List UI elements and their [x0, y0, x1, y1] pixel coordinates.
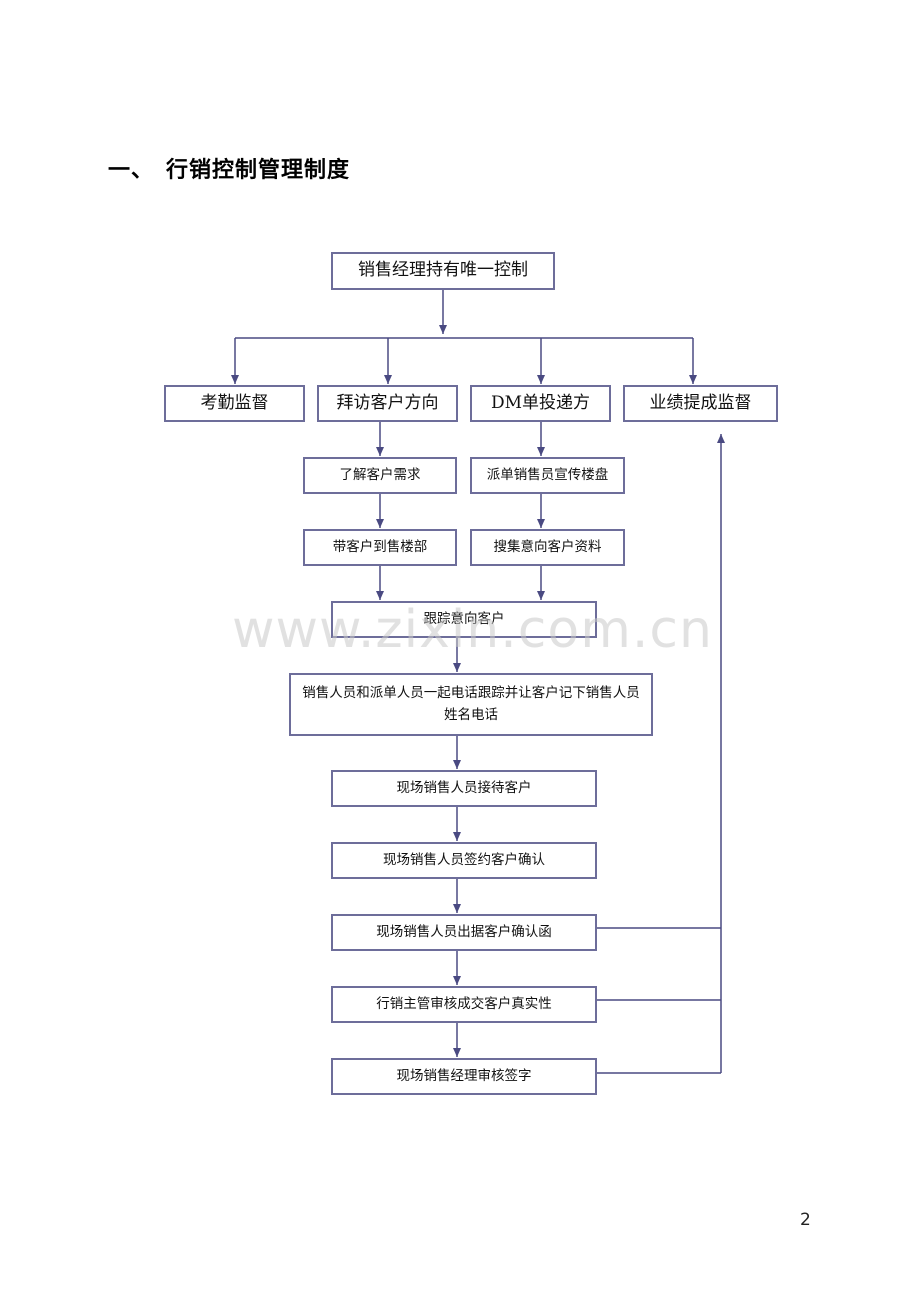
section-title: 行销控制管理制度: [166, 158, 351, 183]
node-left-2: 带客户到售楼部: [303, 529, 457, 566]
node-onsite-1: 现场销售人员接待客户: [331, 770, 597, 807]
node-phone-follow-up: 销售人员和派单人员一起电话跟踪并让客户记下销售人员姓名电话: [289, 673, 653, 736]
node-branch-attendance: 考勤监督: [164, 385, 305, 422]
node-branch-performance: 业绩提成监督: [623, 385, 778, 422]
node-branch-visit: 拜访客户方向: [317, 385, 458, 422]
node-root: 销售经理持有唯一控制: [331, 252, 555, 290]
node-onsite-3: 现场销售人员出据客户确认函: [331, 914, 597, 951]
watermark: www.zixin.com.cn: [232, 600, 713, 660]
node-left-1: 了解客户需求: [303, 457, 457, 494]
node-right-2: 搜集意向客户资料: [470, 529, 625, 566]
section-number: 一、: [108, 158, 155, 183]
section-heading: 一、行销控制管理制度: [108, 152, 350, 184]
node-onsite-2: 现场销售人员签约客户确认: [331, 842, 597, 879]
node-branch-dm: DM单投递方: [470, 385, 611, 422]
node-onsite-4: 行销主管审核成交客户真实性: [331, 986, 597, 1023]
node-follow-up: 跟踪意向客户: [331, 601, 597, 638]
node-onsite-5: 现场销售经理审核签字: [331, 1058, 597, 1095]
node-right-1: 派单销售员宣传楼盘: [470, 457, 625, 494]
page-number: 2: [800, 1210, 811, 1230]
